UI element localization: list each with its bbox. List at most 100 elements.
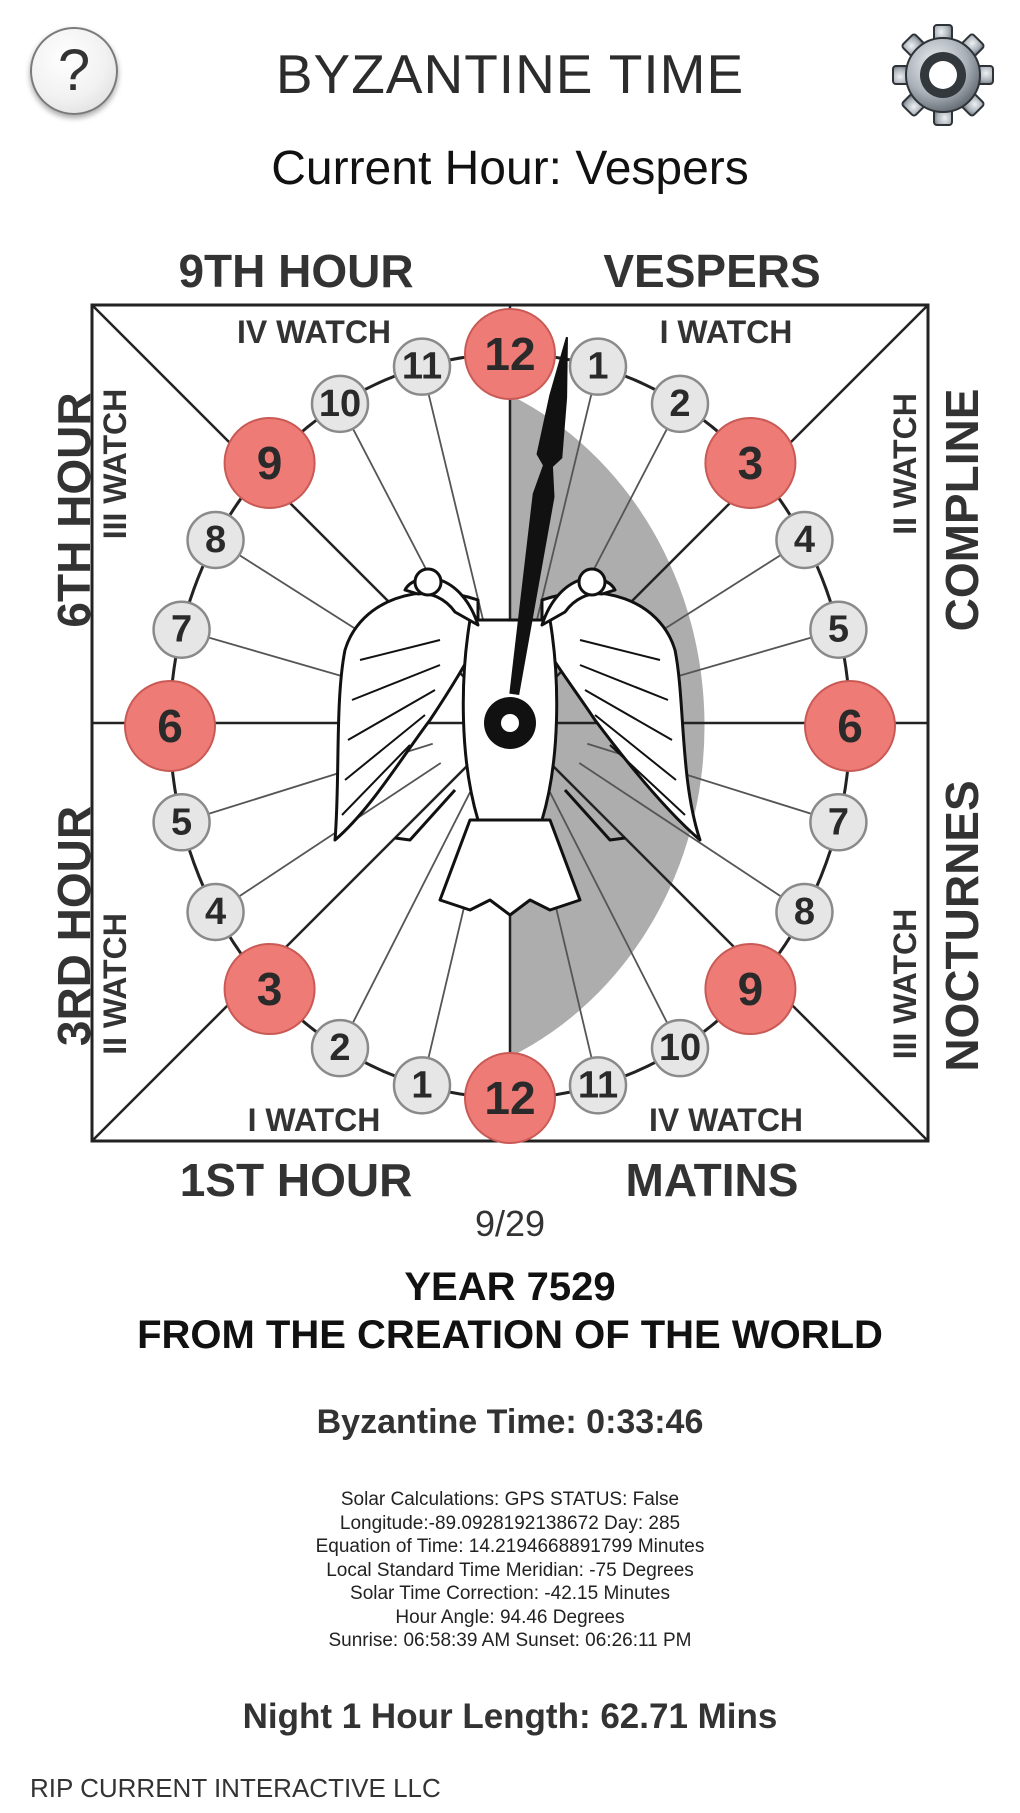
solar-line: Equation of Time: 14.2194668891799 Minut… [315,1536,705,1557]
watch-label: II WATCH [887,393,923,535]
hour-marker-circle [775,882,834,942]
hour-marker-circle [223,943,316,1036]
creation-label: FROM THE CREATION OF THE WORLD [137,1313,883,1357]
hour-marker-label: 10 [319,383,361,425]
watch-label: II WATCH [97,913,133,1055]
hour-marker-circle [804,680,896,772]
hour-marker: 2 [650,374,710,434]
hour-marker-label: 2 [669,383,690,425]
question-mark-icon: ? [57,38,91,103]
help-button[interactable]: ? [30,27,118,115]
watch-label: I WATCH [660,314,793,350]
hour-marker: 11 [392,337,452,396]
hour-marker-circle [124,680,216,772]
solar-calculations: Solar Calculations: GPS STATUS: False Lo… [0,1488,1020,1653]
hour-marker-circle [392,337,452,396]
watch-label: I WATCH [248,1102,381,1138]
label-matins: MATINS [626,1154,799,1205]
hour-marker-label: 12 [484,1072,535,1124]
hour-marker: 5 [152,793,211,852]
byzantine-clock: 9TH HOUR VESPERS 1ST HOUR MATINS 6TH HOU… [48,245,988,1205]
hour-marker-label: 4 [794,519,815,561]
hour-marker: 11 [568,1056,628,1115]
hour-marker-circle [186,510,245,570]
hour-marker-circle [392,1056,452,1115]
major-hour-marker: 3 [223,943,316,1036]
clock-hand [484,336,568,749]
gear-icon [892,24,994,126]
hour-spoke [215,762,442,913]
company-footer: RIP CURRENT INTERACTIVE LLC [30,1773,441,1803]
hour-marker: 1 [392,1056,452,1115]
watch-label: III WATCH [887,909,923,1060]
hour-marker-circle [223,416,316,509]
hour-marker-label: 7 [171,609,192,651]
major-hour-marker: 9 [223,416,316,509]
major-hour-marker: 12 [464,1052,556,1144]
hour-marker-circle [464,308,556,400]
solar-line: Hour Angle: 94.46 Degrees [395,1606,625,1628]
hour-marker-circle [568,1056,628,1115]
hour-marker: 8 [186,510,245,570]
hour-marker: 4 [186,882,245,942]
year-label: YEAR 7529 [404,1265,616,1309]
solar-line: Local Standard Time Meridian: -75 Degree… [326,1559,694,1581]
hour-marker-label: 12 [484,328,535,380]
major-hour-marker: 12 [464,308,556,400]
hour-marker-circle [152,600,211,659]
hour-marker-label: 8 [794,891,815,933]
major-hour-marker: 3 [704,416,797,509]
major-hour-marker: 9 [704,943,797,1036]
major-hour-marker: 6 [804,680,896,772]
hour-marker-label: 6 [837,700,863,752]
major-hour-marker: 6 [124,680,216,772]
hour-marker-circle [650,1018,710,1078]
hour-marker: 10 [650,1018,710,1078]
hour-marker-label: 5 [171,801,192,843]
year-block: YEAR 7529 FROM THE CREATION OF THE WORLD [0,1263,1020,1359]
hour-marker: 7 [152,600,211,659]
hour-marker: 1 [568,337,628,396]
label-1st-hour: 1ST HOUR [180,1154,413,1205]
hour-spoke [339,791,471,1049]
hour-marker-label: 9 [257,437,283,489]
hour-marker-circle [650,374,710,434]
hour-marker-label: 11 [578,1064,618,1106]
label-9th-hour: 9TH HOUR [178,245,413,297]
hour-marker-circle [809,793,868,852]
solar-line: Longitude:-89.0928192138672 Day: 285 [339,1512,681,1534]
hour-spoke [549,791,681,1049]
hour-marker-circle [186,882,245,942]
hour-marker-label: 3 [257,963,283,1015]
hour-marker-circle [704,943,797,1036]
date-label: 9/29 [474,1203,546,1244]
solar-line: Solar Calculations: GPS STATUS: False [340,1489,680,1510]
watch-label: IV WATCH [649,1102,803,1138]
hour-spoke [578,762,805,913]
hour-marker-label: 10 [659,1027,701,1069]
night-hour-length: Night 1 Hour Length: 62.71 Mins [242,1697,778,1736]
label-vespers: VESPERS [603,245,820,297]
hour-marker-label: 4 [205,891,226,933]
hour-marker-label: 9 [738,963,764,1015]
hour-marker: 2 [310,1018,370,1078]
hour-marker: 5 [809,600,868,659]
current-hour-label: Current Hour: Vespers [271,142,749,195]
hour-marker-label: 3 [738,437,764,489]
hour-marker-label: 2 [329,1027,350,1069]
settings-button[interactable] [890,22,996,128]
watch-label: III WATCH [97,389,133,540]
label-nocturnes: NOCTURNES [936,780,988,1071]
hour-marker-circle [310,1018,370,1078]
solar-line: Solar Time Correction: -42.15 Minutes [350,1583,670,1604]
hour-marker: 7 [809,793,868,852]
hour-marker-label: 5 [828,609,849,651]
hour-marker-circle [704,416,797,509]
hour-marker: 10 [310,374,370,434]
hour-marker-label: 1 [411,1064,432,1106]
hour-marker-circle [464,1052,556,1144]
app-title: BYZANTINE TIME [275,43,745,105]
watch-label: IV WATCH [237,314,391,350]
byzantine-time-readout: Byzantine Time: 0:33:46 [316,1403,704,1441]
